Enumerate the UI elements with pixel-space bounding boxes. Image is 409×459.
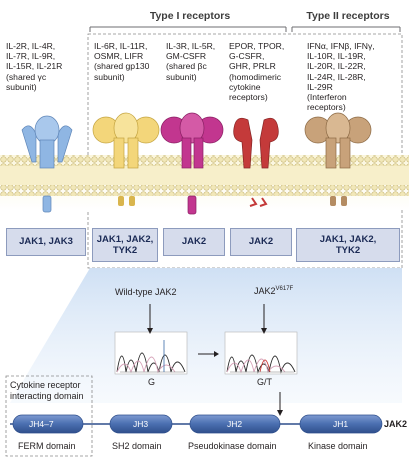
- jak-box-group-5: JAK1, JAK2, TYK2: [296, 228, 400, 262]
- mutant-superscript: V617F: [275, 286, 294, 292]
- domain-label-jh1: JH1: [333, 419, 349, 429]
- receptor-5-shape: [304, 112, 372, 206]
- domain-name-kinase: Kinase domain: [308, 441, 368, 451]
- receptor-group-3-ligands: IL-3R, IL-5R, GM-CSFR (shared βc subunit…: [166, 41, 216, 82]
- mutant-label: JAK2V617F: [254, 286, 293, 296]
- receptor-group-5-ligands: IFNα, IFNβ, IFNγ, IL-10R, IL-19R, IL-20R…: [307, 41, 375, 113]
- jak-box-group-2: JAK1, JAK2, TYK2: [92, 228, 158, 262]
- type-i-header: Type I receptors: [149, 10, 231, 22]
- receptor-group-2-ligands: IL-6R, IL-11R, OSMR, LIFR (shared gp130 …: [94, 41, 150, 82]
- receptor-1-shape: [21, 115, 73, 213]
- mutant-label-text: JAK2: [254, 286, 276, 296]
- receptor-3-shape: [160, 112, 224, 215]
- wildtype-label: Wild-type JAK2: [115, 287, 177, 297]
- jak-box-group-3: JAK2: [163, 228, 225, 256]
- wildtype-base: G: [148, 377, 156, 387]
- cell-membrane-illustration: [0, 112, 409, 215]
- domain-label-jh3: JH3: [133, 419, 149, 429]
- type-ii-header: Type II receptors: [306, 10, 390, 22]
- domain-segment-shapes: [12, 414, 383, 434]
- comparison-arrow: [198, 351, 219, 357]
- receptor-group-1-ligands: IL-2R, IL-4R, IL-7R, IL-9R, IL-15R, IL-2…: [6, 41, 63, 92]
- jak-box-group-4: JAK2: [230, 228, 292, 256]
- mutant-chromatogram: [224, 304, 298, 375]
- jak-box-group-1: JAK1, JAK3: [6, 228, 86, 256]
- domain-label-jh2: JH2: [227, 419, 243, 429]
- receptor-2-shape: [92, 112, 160, 206]
- domain-name-pseudokinase: Pseudokinase domain: [188, 441, 277, 451]
- domain-name-ferm: FERM domain: [18, 441, 76, 451]
- protein-name: JAK2: [384, 419, 408, 429]
- domain-label-jh4-7: JH4–7: [29, 419, 54, 429]
- receptor-4-shape: [233, 117, 279, 207]
- domain-name-sh2: SH2 domain: [112, 441, 162, 451]
- receptor-group-4-ligands: EPOR, TPOR, G-CSFR, GHR, PRLR (homodimer…: [229, 41, 285, 103]
- lower-illustration: [5, 268, 402, 457]
- mutant-base: G/T: [257, 377, 272, 387]
- wildtype-chromatogram: [114, 304, 188, 375]
- cytokine-receptor-domain-title: Cytokine receptor interacting domain: [10, 380, 84, 401]
